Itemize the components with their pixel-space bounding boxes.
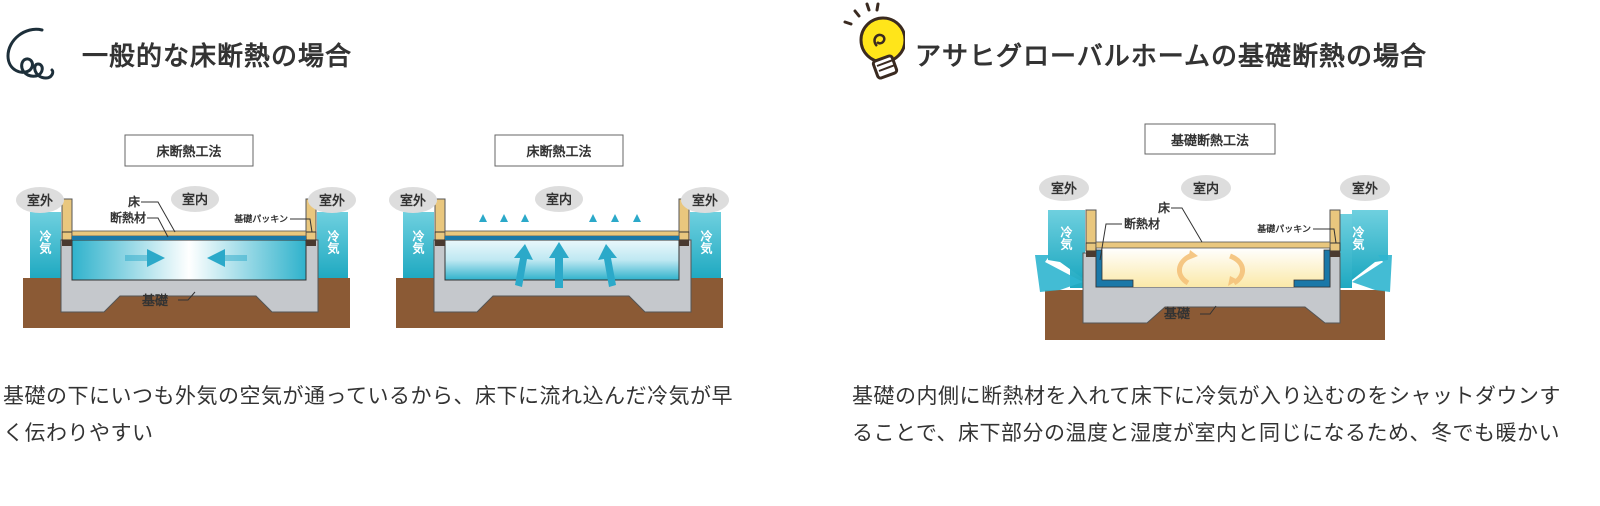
description-foundation: 基礎の内側に断熱材を入れて床下に冷気が入り込むのをシャットダウンすることで、床下… [852,384,1561,445]
packing-label: 基礎パッキン [233,213,288,225]
outside-label: 室外 [27,193,53,209]
diagram-title: 基礎断熱工法 [1170,133,1249,149]
underfloor-space [71,239,307,281]
outside-label: 室外 [692,193,718,209]
lightbulb-icon [843,2,905,80]
swirl-icon [6,27,55,80]
diagram-title-box [494,134,624,167]
heading-foundation-insulation: アサヒグローバルホームの基礎断熱の場合 [915,42,1427,72]
diagram-floor-insulation-1: 床断熱工法 冷気 冷気 室外 室内 室外 床 断熱材 基礎パッキン 基礎 [16,134,356,328]
diagram-title: 床断熱工法 [156,144,221,160]
diagram-title-box [124,134,254,167]
diagram-title: 床断熱工法 [526,144,591,160]
outside-label: 室外 [1051,181,1077,197]
rising-cold-air-arrows [479,214,641,288]
foundation-label: 基礎 [1163,306,1191,322]
floor-label: 床 [1158,200,1171,215]
inside-label: 室内 [546,192,572,208]
insulation [72,236,306,240]
outside-label: 室外 [319,193,345,209]
cold-air-label: 冷気 [411,229,425,255]
diagram-foundation-insulation: 基礎断熱工法 冷気 冷気 室外 室内 室外 床 断熱材 基礎パッキン 基礎 [1035,123,1392,340]
packing-label: 基礎パッキン [1256,223,1311,235]
inside-label: 室内 [182,192,208,208]
underfloor-space-warm [1096,248,1330,287]
cold-air-label: 冷気 [38,229,52,255]
cold-air-label: 冷気 [326,229,340,255]
floor-label: 床 [128,194,141,209]
outside-label: 室外 [400,193,426,209]
insulation-label: 断熱材 [1124,216,1160,231]
warm-air-circulation-arrows [1177,250,1245,286]
inside-label: 室内 [1193,181,1219,197]
diagram-floor-insulation-2: 床断熱工法 冷気 冷気 室外 室内 室外 [389,134,729,328]
floor [71,230,307,237]
floor [1095,241,1331,249]
heading-standard-floor-insulation: 一般的な床断熱の場合 [82,42,353,72]
cold-air-label: 冷気 [1059,225,1073,251]
foundation-label: 基礎 [141,293,169,309]
deflected-cold-air-arrow [1352,255,1392,292]
cold-air-column-right [317,212,348,278]
diagram-title-box [1144,123,1276,155]
description-standard: 基礎の下にいつも外気の空気が通っているから、床下に流れ込んだ冷気が早く伝わりやす… [3,384,733,445]
deflected-cold-air-arrow [1035,255,1083,292]
cold-air-label: 冷気 [699,229,713,255]
cold-air-column-left [30,212,61,278]
cold-air-arrows [125,249,247,267]
insulation-label: 断熱材 [110,210,146,225]
cold-air-label: 冷気 [1351,225,1365,251]
outside-label: 室外 [1352,181,1378,197]
